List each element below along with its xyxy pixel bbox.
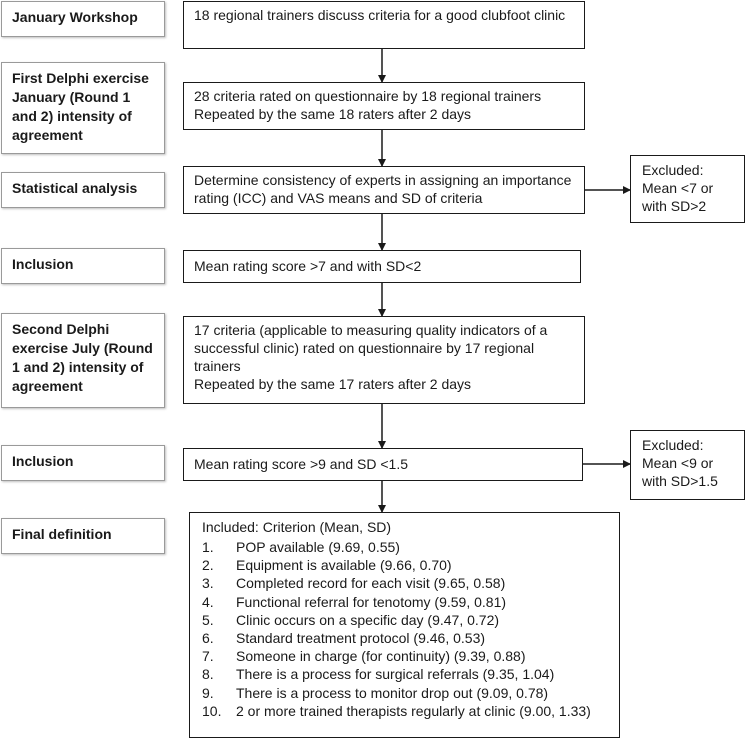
item-number: 8. bbox=[202, 666, 214, 683]
stage-label: January Workshop bbox=[12, 9, 138, 25]
stage-label: Final definition bbox=[12, 526, 112, 542]
item-text: Clinic occurs on a specific day (9.47, 0… bbox=[236, 611, 500, 628]
criteria-list: 1. POP available (9.69, 0.55) 2. Equipment… bbox=[202, 538, 607, 720]
item-number: 6. bbox=[202, 630, 214, 647]
list-item: 8. There is a process for surgical referr… bbox=[202, 665, 607, 683]
item-text: There is a process to monitor drop out (… bbox=[236, 684, 549, 701]
stage-second-delphi: Second Delphi exercise July (Round 1 and… bbox=[1, 313, 165, 408]
item-number: 2. bbox=[202, 557, 214, 574]
item-number: 5. bbox=[202, 611, 214, 628]
list-item: 7. Someone in charge (for continuity) (9.… bbox=[202, 647, 607, 665]
stage-inclusion-1: Inclusion bbox=[1, 248, 165, 284]
item-text: Someone in charge (for continuity) (9.39… bbox=[236, 648, 526, 665]
stage-first-delphi: First Delphi exercise January (Round 1 a… bbox=[1, 62, 165, 154]
list-item: 4. Functional referral for tenotomy (9.59… bbox=[202, 593, 607, 611]
item-text: Functional referral for tenotomy (9.59, … bbox=[236, 593, 507, 610]
stage-inclusion-2: Inclusion bbox=[1, 445, 165, 481]
stage-january-workshop: January Workshop bbox=[1, 1, 165, 37]
process-box-inclusion-1: Mean rating score >7 and with SD<2 bbox=[183, 250, 581, 283]
stage-label: Inclusion bbox=[12, 453, 74, 469]
item-number: 10. bbox=[202, 702, 222, 719]
list-item: 6. Standard treatment protocol (9.46, 0.5… bbox=[202, 629, 607, 647]
excluded-box-1: Excluded: Mean <7 or with SD>2 bbox=[630, 155, 745, 223]
stage-label: Inclusion bbox=[12, 256, 74, 272]
list-item: 3. Completed record for each visit (9.65,… bbox=[202, 574, 607, 592]
final-definition-box: Included: Criterion (Mean, SD) 1. POP ava… bbox=[189, 512, 620, 738]
item-text: Equipment is available (9.66, 0.70) bbox=[236, 557, 452, 574]
item-number: 3. bbox=[202, 575, 214, 592]
process-box-statistical-analysis: Determine consistency of experts in assi… bbox=[183, 166, 585, 214]
item-text: Standard treatment protocol (9.46, 0.53) bbox=[236, 630, 486, 647]
excluded-box-2: Excluded: Mean <9 or with SD>1.5 bbox=[630, 430, 745, 500]
stage-label: First Delphi exercise January (Round 1 a… bbox=[12, 70, 149, 143]
final-definition-heading: Included: Criterion (Mean, SD) bbox=[202, 519, 392, 535]
process-box-second-delphi: 17 criteria (applicable to measuring qua… bbox=[183, 316, 585, 404]
list-item: 10. 2 or more trained therapists regularl… bbox=[202, 702, 607, 720]
item-number: 1. bbox=[202, 539, 214, 555]
list-item: 1. POP available (9.69, 0.55) bbox=[202, 538, 607, 556]
item-number: 4. bbox=[202, 593, 214, 610]
item-text: There is a process for surgical referral… bbox=[236, 666, 555, 683]
item-text: POP available (9.69, 0.55) bbox=[236, 539, 400, 555]
process-box-workshop: 18 regional trainers discuss criteria fo… bbox=[183, 1, 585, 49]
stage-statistical-analysis: Statistical analysis bbox=[1, 172, 165, 208]
stage-label: Second Delphi exercise July (Round 1 and… bbox=[12, 321, 153, 394]
list-item: 9. There is a process to monitor drop out… bbox=[202, 684, 607, 702]
item-number: 9. bbox=[202, 684, 214, 701]
item-text: 2 or more trained therapists regularly a… bbox=[236, 702, 591, 719]
stage-label: Statistical analysis bbox=[12, 180, 138, 196]
stage-final-definition: Final definition bbox=[1, 518, 165, 554]
item-text: Completed record for each visit (9.65, 0… bbox=[236, 575, 506, 592]
list-item: 5. Clinic occurs on a specific day (9.47,… bbox=[202, 611, 607, 629]
process-box-first-delphi: 28 criteria rated on questionnaire by 18… bbox=[183, 82, 585, 130]
list-item: 2. Equipment is available (9.66, 0.70) bbox=[202, 556, 607, 574]
item-number: 7. bbox=[202, 648, 214, 665]
